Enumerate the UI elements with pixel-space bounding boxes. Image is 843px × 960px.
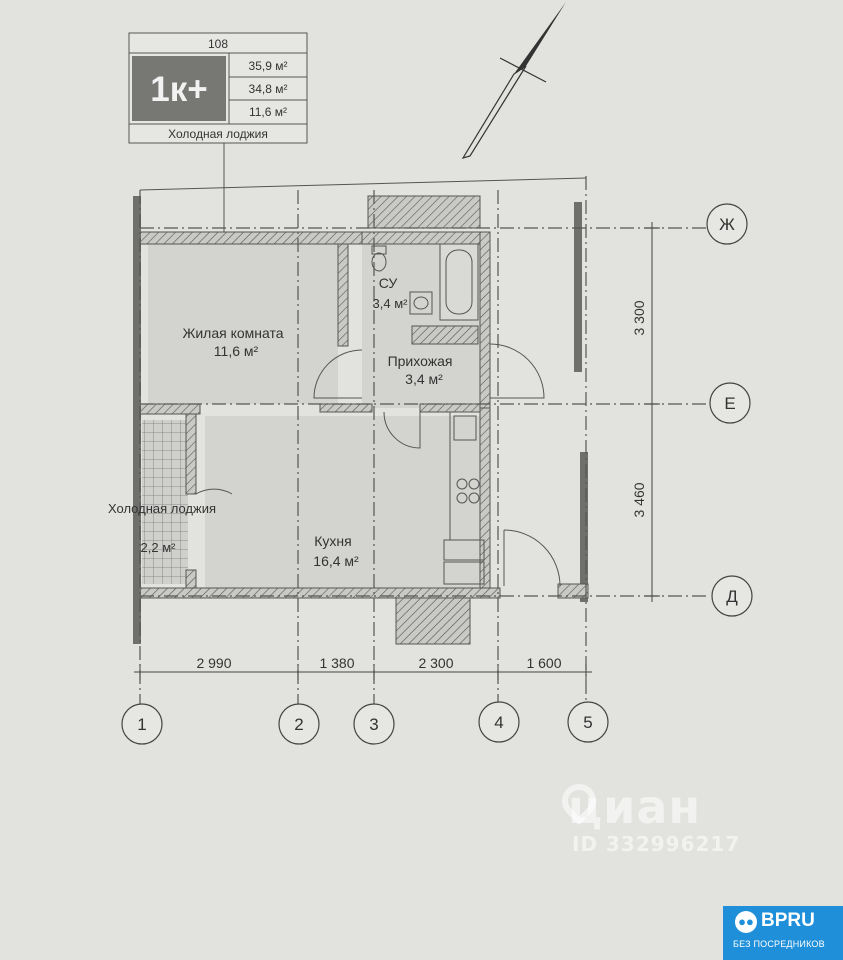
axis-bubble-4: 4 bbox=[478, 701, 520, 743]
badge-subtitle: БЕЗ ПОСРЕДНИКОВ bbox=[733, 939, 825, 949]
dim-2990: 2 990 bbox=[196, 655, 231, 671]
dimension-lines bbox=[134, 222, 660, 680]
living-room-floor bbox=[148, 244, 338, 404]
legend-type: 1к+ bbox=[150, 70, 207, 109]
bpru-badge: ●● BPRU БЕЗ ПОСРЕДНИКОВ bbox=[723, 906, 843, 960]
kitchen-name: Кухня bbox=[314, 533, 351, 549]
dim-3460: 3 460 bbox=[631, 482, 647, 517]
dim-1600: 1 600 bbox=[526, 655, 561, 671]
apartment-legend: 108 1к+ 35,9 м² 34,8 м² 11,6 м² Холодная… bbox=[128, 32, 308, 288]
hallway-name: Прихожая bbox=[388, 353, 453, 369]
svg-text:Е: Е bbox=[724, 394, 735, 413]
living-room-area: 11,6 м² bbox=[214, 343, 259, 359]
walls bbox=[133, 196, 589, 644]
dim-1380: 1 380 bbox=[319, 655, 354, 671]
axis-bubble-d: Д bbox=[711, 575, 753, 617]
people-icon: ●● bbox=[735, 911, 757, 933]
sink bbox=[409, 291, 433, 315]
grid-axes bbox=[139, 176, 708, 705]
kitchen-counter bbox=[443, 411, 485, 585]
kitchen-area: 16,4 м² bbox=[313, 553, 359, 569]
svg-text:Ж: Ж bbox=[719, 215, 735, 234]
badge-title: BPRU bbox=[761, 910, 815, 931]
axis-bubble-zh: Ж bbox=[706, 203, 748, 245]
legend-note: Холодная лоджия bbox=[168, 127, 268, 141]
loggia-area: 2,2 м² bbox=[141, 540, 177, 555]
cian-watermark: циан ID 332996217 bbox=[540, 776, 780, 856]
bathroom-area: 3,4 м² bbox=[373, 296, 409, 311]
doors bbox=[195, 343, 561, 587]
axis-bubble-3: 3 bbox=[353, 703, 395, 745]
axis-bubble-1: 1 bbox=[121, 703, 163, 745]
legend-number: 108 bbox=[208, 37, 228, 51]
watermark-id: ID 332996217 bbox=[572, 832, 741, 856]
svg-text:1: 1 bbox=[137, 715, 146, 734]
radiator-niche bbox=[395, 597, 471, 645]
legend-living-area: 11,6 м² bbox=[249, 105, 287, 119]
svg-text:3: 3 bbox=[369, 715, 378, 734]
watermark-logo: циан bbox=[568, 780, 702, 834]
ventilation-shaft bbox=[367, 195, 481, 229]
svg-text:4: 4 bbox=[494, 713, 503, 732]
loggia-name: Холодная лоджия bbox=[108, 501, 216, 516]
axis-bubble-e: Е bbox=[709, 382, 751, 424]
living-room-name: Жилая комната bbox=[182, 325, 283, 341]
loggia-floor bbox=[142, 420, 188, 584]
bathtub bbox=[439, 243, 479, 321]
hallway-area: 3,4 м² bbox=[405, 371, 443, 387]
storage-shelf bbox=[411, 325, 479, 345]
dim-2300: 2 300 bbox=[418, 655, 453, 671]
axis-bubble-2: 2 bbox=[278, 703, 320, 745]
svg-text:Д: Д bbox=[726, 587, 738, 606]
svg-text:2: 2 bbox=[294, 715, 303, 734]
legend-total-area: 35,9 м² bbox=[249, 59, 288, 73]
bathroom-name: СУ bbox=[379, 275, 398, 291]
axis-bubble-5: 5 bbox=[567, 701, 609, 743]
dim-3300: 3 300 bbox=[631, 300, 647, 335]
north-arrow-icon bbox=[461, 2, 566, 159]
toilet bbox=[371, 245, 387, 272]
svg-text:5: 5 bbox=[583, 713, 592, 732]
kitchen-floor bbox=[205, 416, 480, 588]
legend-area-no-loggia: 34,8 м² bbox=[249, 82, 288, 96]
